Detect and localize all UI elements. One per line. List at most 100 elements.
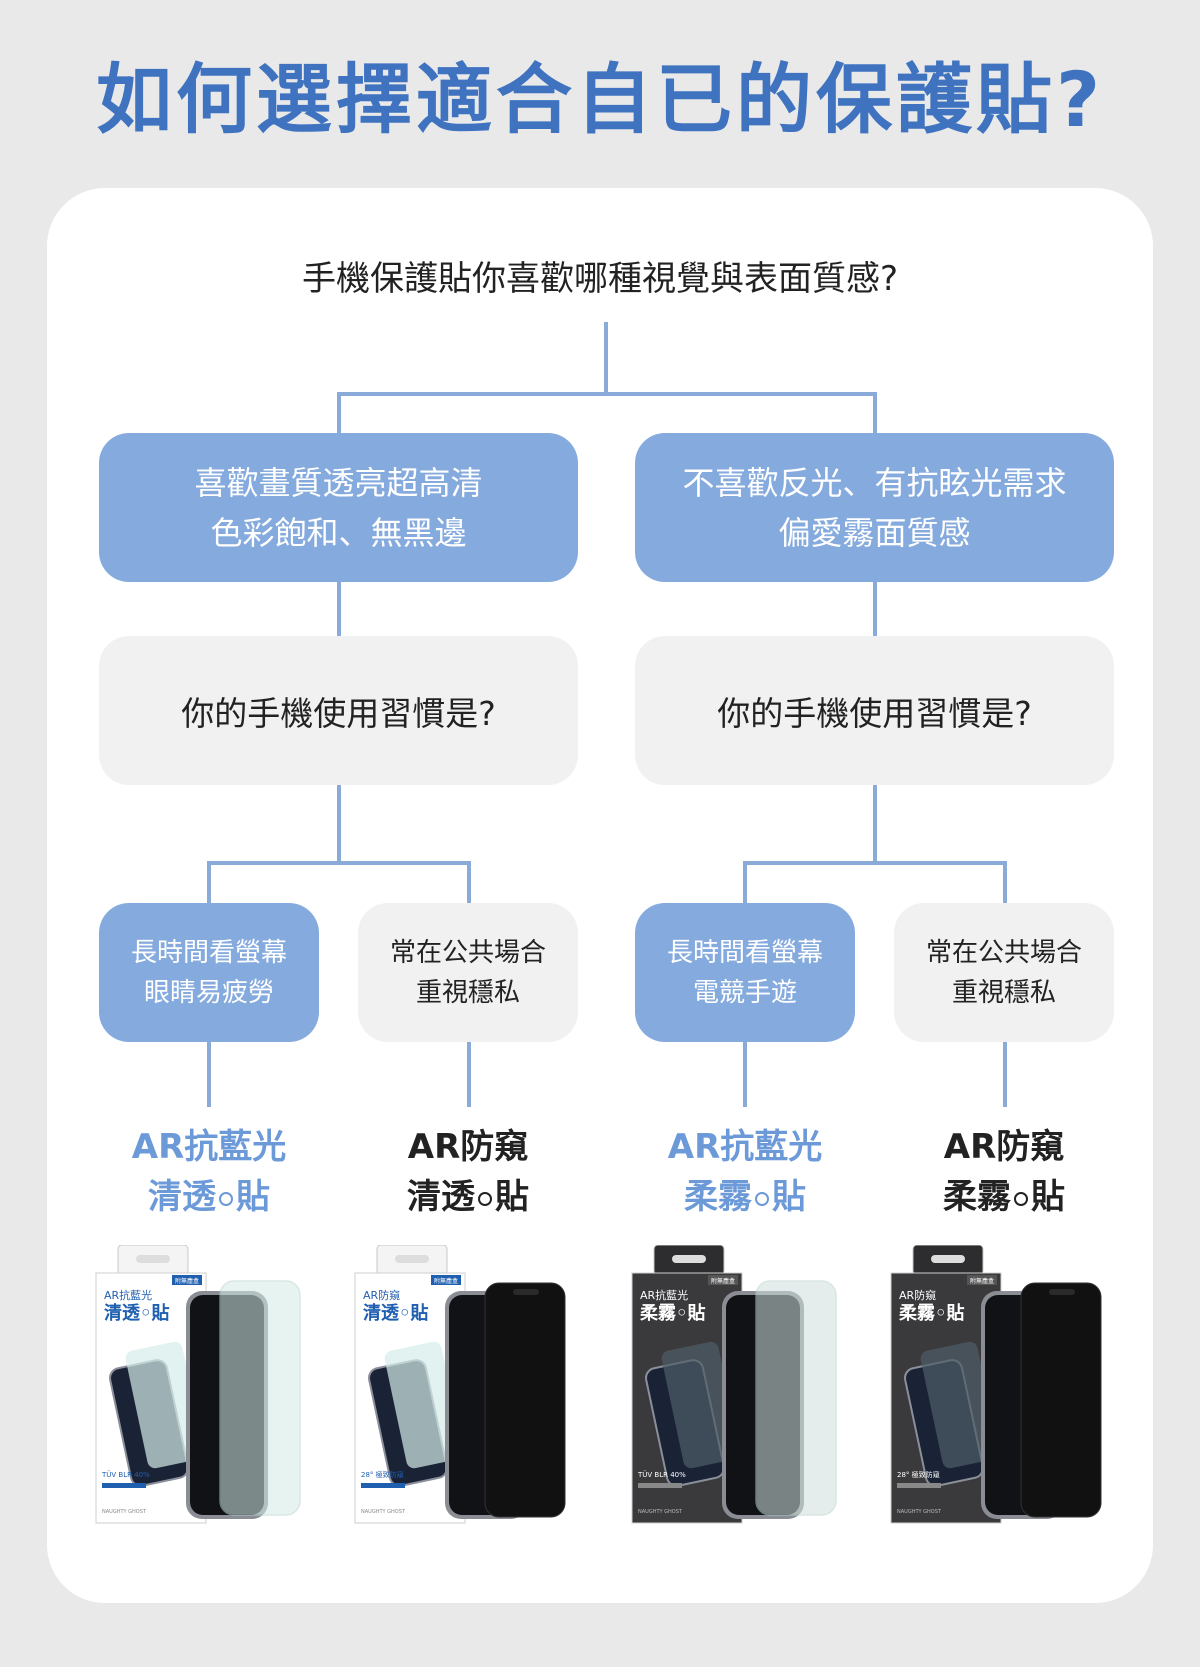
package-bar (361, 1483, 405, 1488)
hanger-hole (395, 1255, 429, 1263)
package-brand: NAUGHTY GHOST (361, 1509, 406, 1515)
package-spec: TÜV BLR 40% (637, 1470, 686, 1479)
product-label: AR防窺 清透貼 (358, 1122, 578, 1222)
dot-icon (219, 1191, 233, 1206)
connector (337, 581, 341, 637)
dot-icon (478, 1191, 492, 1206)
connector (604, 322, 608, 394)
product-type: 清透貼 (407, 1177, 529, 1217)
hanger-hole (931, 1255, 965, 1263)
habit-line: 長時間看螢幕 (666, 937, 823, 968)
package-brand: NAUGHTY GHOST (897, 1509, 942, 1515)
dot-icon (1014, 1191, 1028, 1206)
package-bar (638, 1483, 682, 1488)
package-tag-text: 附無塵盒 (711, 1277, 735, 1285)
package-brand: NAUGHTY GHOST (102, 1509, 147, 1515)
habit-line: 重視穩私 (951, 977, 1056, 1008)
product-label: AR抗藍光 清透貼 (99, 1122, 319, 1222)
box-film (661, 1341, 741, 1469)
connector (207, 1041, 211, 1107)
habit-line: 長時間看螢幕 (130, 937, 287, 968)
package-bar (102, 1483, 146, 1488)
main-question: 手機保護貼你喜歡哪種視覺與表面質感? (301, 259, 899, 299)
package-subtitle: 清透◦貼 (363, 1302, 429, 1324)
habit-line: 電競手遊 (692, 977, 797, 1008)
hanger-hole (136, 1255, 170, 1263)
product-type: 柔霧貼 (684, 1177, 806, 1217)
connector (337, 392, 341, 435)
package-title: AR防窺 (899, 1288, 936, 1302)
preference-clear-box: 喜歡畫質透亮超高清 色彩飽和、無黑邊 (99, 433, 578, 582)
usage-question-box: 你的手機使用習慣是? (99, 636, 578, 785)
habit-box: 常在公共場合 重視穩私 (358, 903, 578, 1042)
package-tag-text: 附無塵盒 (434, 1277, 458, 1285)
film-notch (1049, 1289, 1075, 1295)
preference-matte-box: 不喜歡反光、有抗眩光需求 偏愛霧面質感 (635, 433, 1114, 582)
box-film (125, 1341, 205, 1469)
film-notch (513, 1289, 539, 1295)
package-title: AR防窺 (363, 1288, 400, 1302)
package-tag-text: 附無塵盒 (970, 1277, 994, 1285)
product-type: 柔霧貼 (943, 1177, 1065, 1217)
habit-box: 長時間看螢幕 眼睛易疲勞 (99, 903, 319, 1042)
connector (467, 861, 471, 905)
usage-question: 你的手機使用習慣是? (717, 693, 1032, 733)
habit-box: 常在公共場合 重視穩私 (894, 903, 1114, 1042)
package-bar (897, 1483, 941, 1488)
box-film (920, 1341, 1000, 1469)
product-name: AR抗藍光 (131, 1127, 287, 1167)
package-tag (172, 1275, 202, 1285)
habit-line: 常在公共場合 (925, 937, 1082, 968)
product-image: 附無塵盒 AR防窺柔霧◦貼 28° 極致防窺 NAUGHTY GHOST (885, 1244, 1155, 1535)
connector (743, 861, 1007, 865)
product-name: AR抗藍光 (667, 1127, 823, 1167)
screen-film (755, 1280, 837, 1516)
package-tag-text: 附無塵盒 (175, 1277, 199, 1285)
connector (337, 392, 877, 396)
connector (743, 861, 747, 905)
page-title: 如何選擇適合自已的保護貼? (95, 55, 1105, 144)
habit-line: 眼睛易疲勞 (143, 977, 274, 1008)
dot-icon (755, 1191, 769, 1206)
product-label: AR防窺 柔霧貼 (894, 1122, 1114, 1222)
package-subtitle: 柔霧◦貼 (899, 1302, 965, 1324)
preference-line: 不喜歡反光、有抗眩光需求 (682, 463, 1067, 502)
product-name: AR防窺 (943, 1127, 1065, 1167)
habit-line: 重視穩私 (415, 977, 520, 1008)
package-subtitle: 清透◦貼 (104, 1302, 170, 1324)
connector (1003, 861, 1007, 905)
package-tag (431, 1275, 461, 1285)
usage-question-box: 你的手機使用習慣是? (635, 636, 1114, 785)
package-tag (708, 1275, 738, 1285)
package-tag (967, 1275, 997, 1285)
habit-box: 長時間看螢幕 電競手遊 (635, 903, 855, 1042)
connector (1003, 1041, 1007, 1107)
connector (337, 785, 341, 863)
product-name: AR防窺 (407, 1127, 529, 1167)
package-spec: TÜV BLR 40% (101, 1470, 150, 1479)
package-spec: 28° 極致防窺 (897, 1470, 940, 1479)
package-brand: NAUGHTY GHOST (638, 1509, 683, 1515)
connector (467, 1041, 471, 1107)
package-spec: 28° 極致防窺 (361, 1470, 404, 1479)
connector (207, 861, 211, 905)
product-type: 清透貼 (148, 1177, 270, 1217)
screen-film (484, 1282, 566, 1518)
package-subtitle: 柔霧◦貼 (640, 1302, 706, 1324)
preference-line: 喜歡畫質透亮超高清 (194, 463, 483, 502)
connector (873, 392, 877, 435)
hanger-hole (672, 1255, 706, 1263)
habit-line: 常在公共場合 (389, 937, 546, 968)
box-film (384, 1341, 464, 1469)
product-image: 附無塵盒 AR防窺清透◦貼 28° 極致防窺 NAUGHTY GHOST (349, 1244, 619, 1535)
screen-film (219, 1280, 301, 1516)
preference-line: 色彩飽和、無黑邊 (210, 513, 467, 552)
usage-question: 你的手機使用習慣是? (181, 693, 496, 733)
connector (873, 785, 877, 863)
